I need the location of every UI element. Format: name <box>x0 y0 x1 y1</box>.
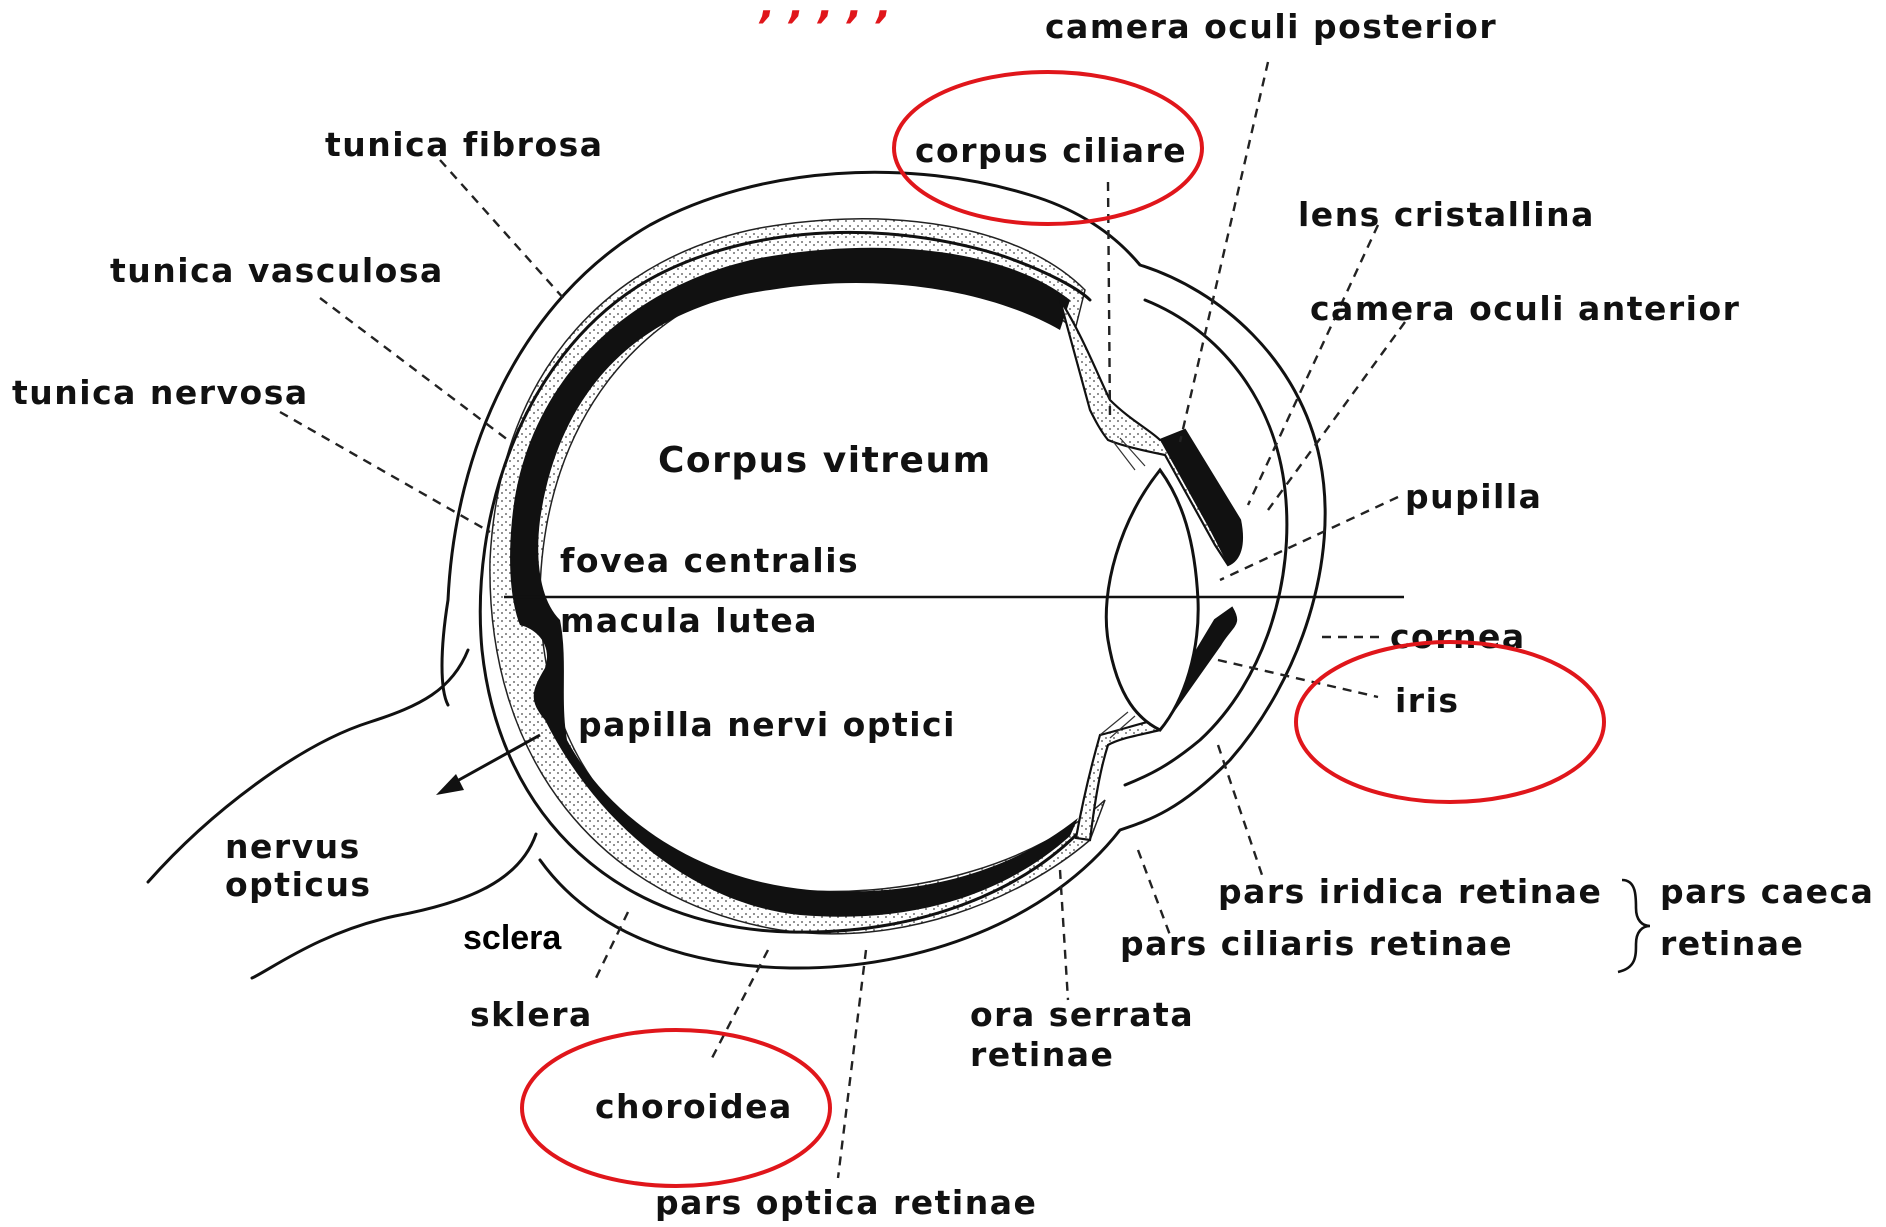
label-pars-caeca: pars caeca <box>1660 872 1874 911</box>
label-pupilla: pupilla <box>1405 477 1542 516</box>
label-camera-oculi-anterior: camera oculi anterior <box>1310 289 1740 328</box>
label-opticus: opticus <box>225 865 372 904</box>
label-tunica-vasculosa: tunica vasculosa <box>110 251 444 290</box>
label-iris: iris <box>1395 681 1460 720</box>
highlight-iris <box>1296 642 1604 802</box>
label-fovea-centralis: fovea centralis <box>560 541 859 580</box>
pars-caeca-brace <box>1618 880 1650 972</box>
label-pars-ciliaris-retinae: pars ciliaris retinae <box>1120 924 1513 963</box>
labels: camera oculi posterior corpus ciliare tu… <box>12 7 1874 1222</box>
label-corpus-ciliare: corpus ciliare <box>915 131 1187 170</box>
label-nervus: nervus <box>225 827 361 866</box>
header-fragment: , , , , , <box>758 0 892 28</box>
label-cornea: cornea <box>1390 617 1526 656</box>
label-sklera: sklera <box>470 995 593 1034</box>
label-macula-lutea: macula lutea <box>560 601 818 640</box>
label-ora-serrata: ora serrata <box>970 995 1194 1034</box>
label-tunica-fibrosa: tunica fibrosa <box>325 125 604 164</box>
label-ora-retinae: retinae <box>970 1035 1114 1074</box>
label-papilla-nervi-optici: papilla nervi optici <box>578 705 956 744</box>
label-corpus-vitreum: Corpus vitreum <box>658 440 992 481</box>
label-pars-iridica-retinae: pars iridica retinae <box>1218 872 1602 911</box>
label-sclera-note: sclera <box>463 919 562 957</box>
label-lens-cristallina: lens cristallina <box>1298 195 1595 234</box>
label-camera-oculi-posterior: camera oculi posterior <box>1045 7 1497 46</box>
label-choroidea: choroidea <box>595 1087 793 1126</box>
label-retinae-caeca: retinae <box>1660 924 1804 963</box>
label-tunica-nervosa: tunica nervosa <box>12 373 309 412</box>
label-pars-optica-retinae: pars optica retinae <box>655 1183 1037 1222</box>
